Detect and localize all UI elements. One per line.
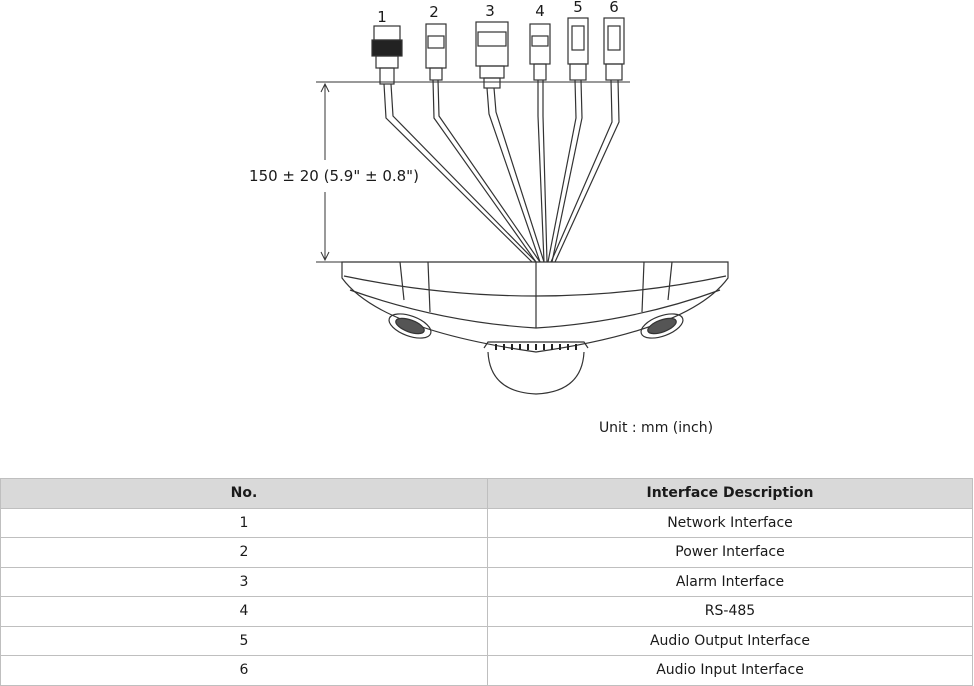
connector-2: [425, 23, 447, 81]
unit-label: Unit : mm (inch): [599, 420, 713, 436]
side-lens-right: [640, 313, 684, 339]
table-row: 1 Network Interface: [0, 507, 973, 538]
side-lens-left: [388, 313, 432, 339]
table-row: 4 RS-485: [0, 596, 973, 627]
dome-lens: [487, 351, 585, 395]
header-description: Interface Description: [487, 478, 973, 509]
connector-label-5: 5: [573, 0, 583, 16]
row-description: Power Interface: [487, 537, 973, 568]
table-header-row: No. Interface Description: [0, 478, 973, 509]
cable-3b: [493, 87, 545, 263]
camera-cable-diagram: 1 2 3 4 5 6 150 ± 20 (5.9" ± 0.8") Unit …: [249, 0, 729, 436]
row-description: Audio Input Interface: [487, 655, 973, 686]
interface-table: No. Interface Description 1 Network Inte…: [0, 478, 973, 686]
row-no: 1: [0, 507, 488, 538]
speaker-grill: [495, 344, 577, 350]
camera-body: [341, 261, 729, 395]
table-row: 6 Audio Input Interface: [0, 655, 973, 686]
cable-4b: [542, 80, 548, 263]
row-no: 6: [0, 655, 488, 686]
connector-label-3: 3: [485, 2, 495, 20]
connector-label-6: 6: [609, 0, 619, 16]
row-no: 5: [0, 625, 488, 656]
cable-2: [432, 79, 537, 263]
cable-2b: [437, 79, 541, 263]
row-no: 2: [0, 537, 488, 568]
connector-label-2: 2: [429, 3, 439, 21]
row-description: Network Interface: [487, 507, 973, 538]
row-description: Audio Output Interface: [487, 625, 973, 656]
row-description: RS-485: [487, 596, 973, 627]
cable-6b: [554, 79, 620, 263]
cable-5b: [551, 79, 583, 263]
cable-6: [550, 79, 613, 263]
connector-4: [529, 23, 551, 81]
connector-3: [475, 21, 509, 89]
table-row: 2 Power Interface: [0, 537, 973, 568]
cable-5: [547, 79, 577, 263]
cable-3: [486, 87, 541, 263]
table-row: 5 Audio Output Interface: [0, 625, 973, 656]
cable-1: [383, 83, 533, 263]
connector-1: [371, 25, 403, 85]
connector-label-1: 1: [377, 8, 387, 26]
dimension-label: 150 ± 20 (5.9" ± 0.8"): [249, 167, 419, 185]
row-no: 3: [0, 566, 488, 597]
connector-5: [567, 17, 589, 81]
row-no: 4: [0, 596, 488, 627]
header-no: No.: [0, 478, 488, 509]
table-row: 3 Alarm Interface: [0, 566, 973, 597]
connector-label-4: 4: [535, 2, 545, 20]
cable-1b: [390, 83, 537, 263]
cable-4: [537, 80, 545, 263]
connector-6: [603, 17, 625, 81]
row-description: Alarm Interface: [487, 566, 973, 597]
